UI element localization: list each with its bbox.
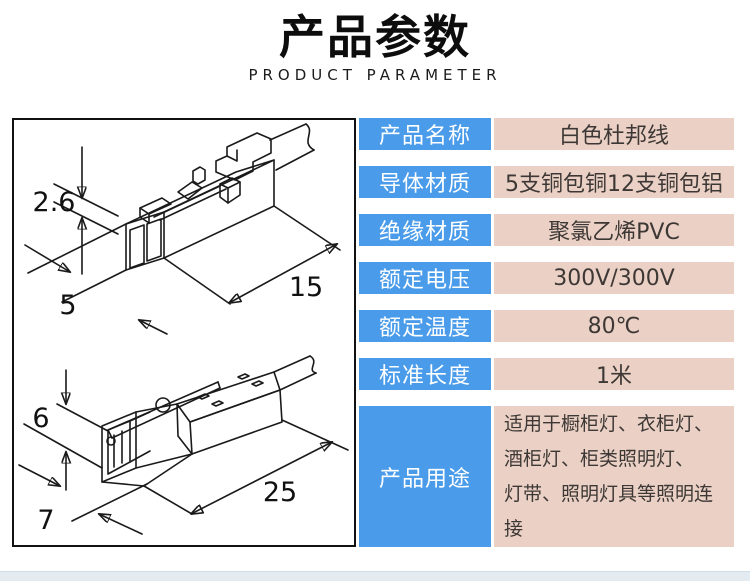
param-value: 5支铜包铜12支铜包铝 <box>494 166 734 198</box>
dimension-label-height-top: 2.6 <box>33 187 76 218</box>
connector-dimension-drawing: 2.6 5 15 <box>18 123 349 536</box>
dimension-label-length-bottom: 25 <box>263 477 297 508</box>
param-label: 导体材质 <box>359 166 491 198</box>
param-value: 1米 <box>494 358 734 390</box>
param-label: 额定电压 <box>359 262 491 294</box>
dimension-label-length-top: 15 <box>289 272 323 303</box>
param-label: 绝缘材质 <box>359 214 491 246</box>
param-label: 标准长度 <box>359 358 491 390</box>
param-label: 产品名称 <box>359 118 491 150</box>
param-value: 80℃ <box>494 310 734 342</box>
main-content: 2.6 5 15 <box>12 118 734 547</box>
dimension-label-height-bottom: 6 <box>32 403 49 434</box>
param-row: 产品用途适用于橱柜灯、衣柜灯、 酒柜灯、柜类照明灯、 灯带、照明灯具等照明连接 <box>359 406 734 547</box>
next-section-strip <box>0 571 750 581</box>
top-dimensions: 2.6 5 15 <box>24 146 341 335</box>
bottom-connector-drawing <box>101 355 317 487</box>
param-row: 产品名称白色杜邦线 <box>359 118 734 150</box>
param-label: 额定温度 <box>359 310 491 342</box>
dimension-label-width-bottom: 7 <box>37 505 54 536</box>
page-subtitle: PRODUCT PARAMETER <box>248 65 502 84</box>
page-title: 产品参数 <box>279 10 471 64</box>
param-label: 产品用途 <box>359 406 491 547</box>
section-header: 产品参数 PRODUCT PARAMETER <box>0 0 750 84</box>
param-value: 白色杜邦线 <box>494 118 734 150</box>
param-row: 绝缘材质聚氯乙烯PVC <box>359 214 734 246</box>
param-value: 适用于橱柜灯、衣柜灯、 酒柜灯、柜类照明灯、 灯带、照明灯具等照明连接 <box>494 406 734 547</box>
diagram-panel: 2.6 5 15 <box>12 118 356 547</box>
top-connector-drawing <box>125 123 315 271</box>
param-value: 300V/300V <box>494 262 734 294</box>
param-value: 聚氯乙烯PVC <box>494 214 734 246</box>
bottom-dimensions: 6 7 25 <box>18 369 349 536</box>
dimension-label-width-top: 5 <box>59 290 76 321</box>
